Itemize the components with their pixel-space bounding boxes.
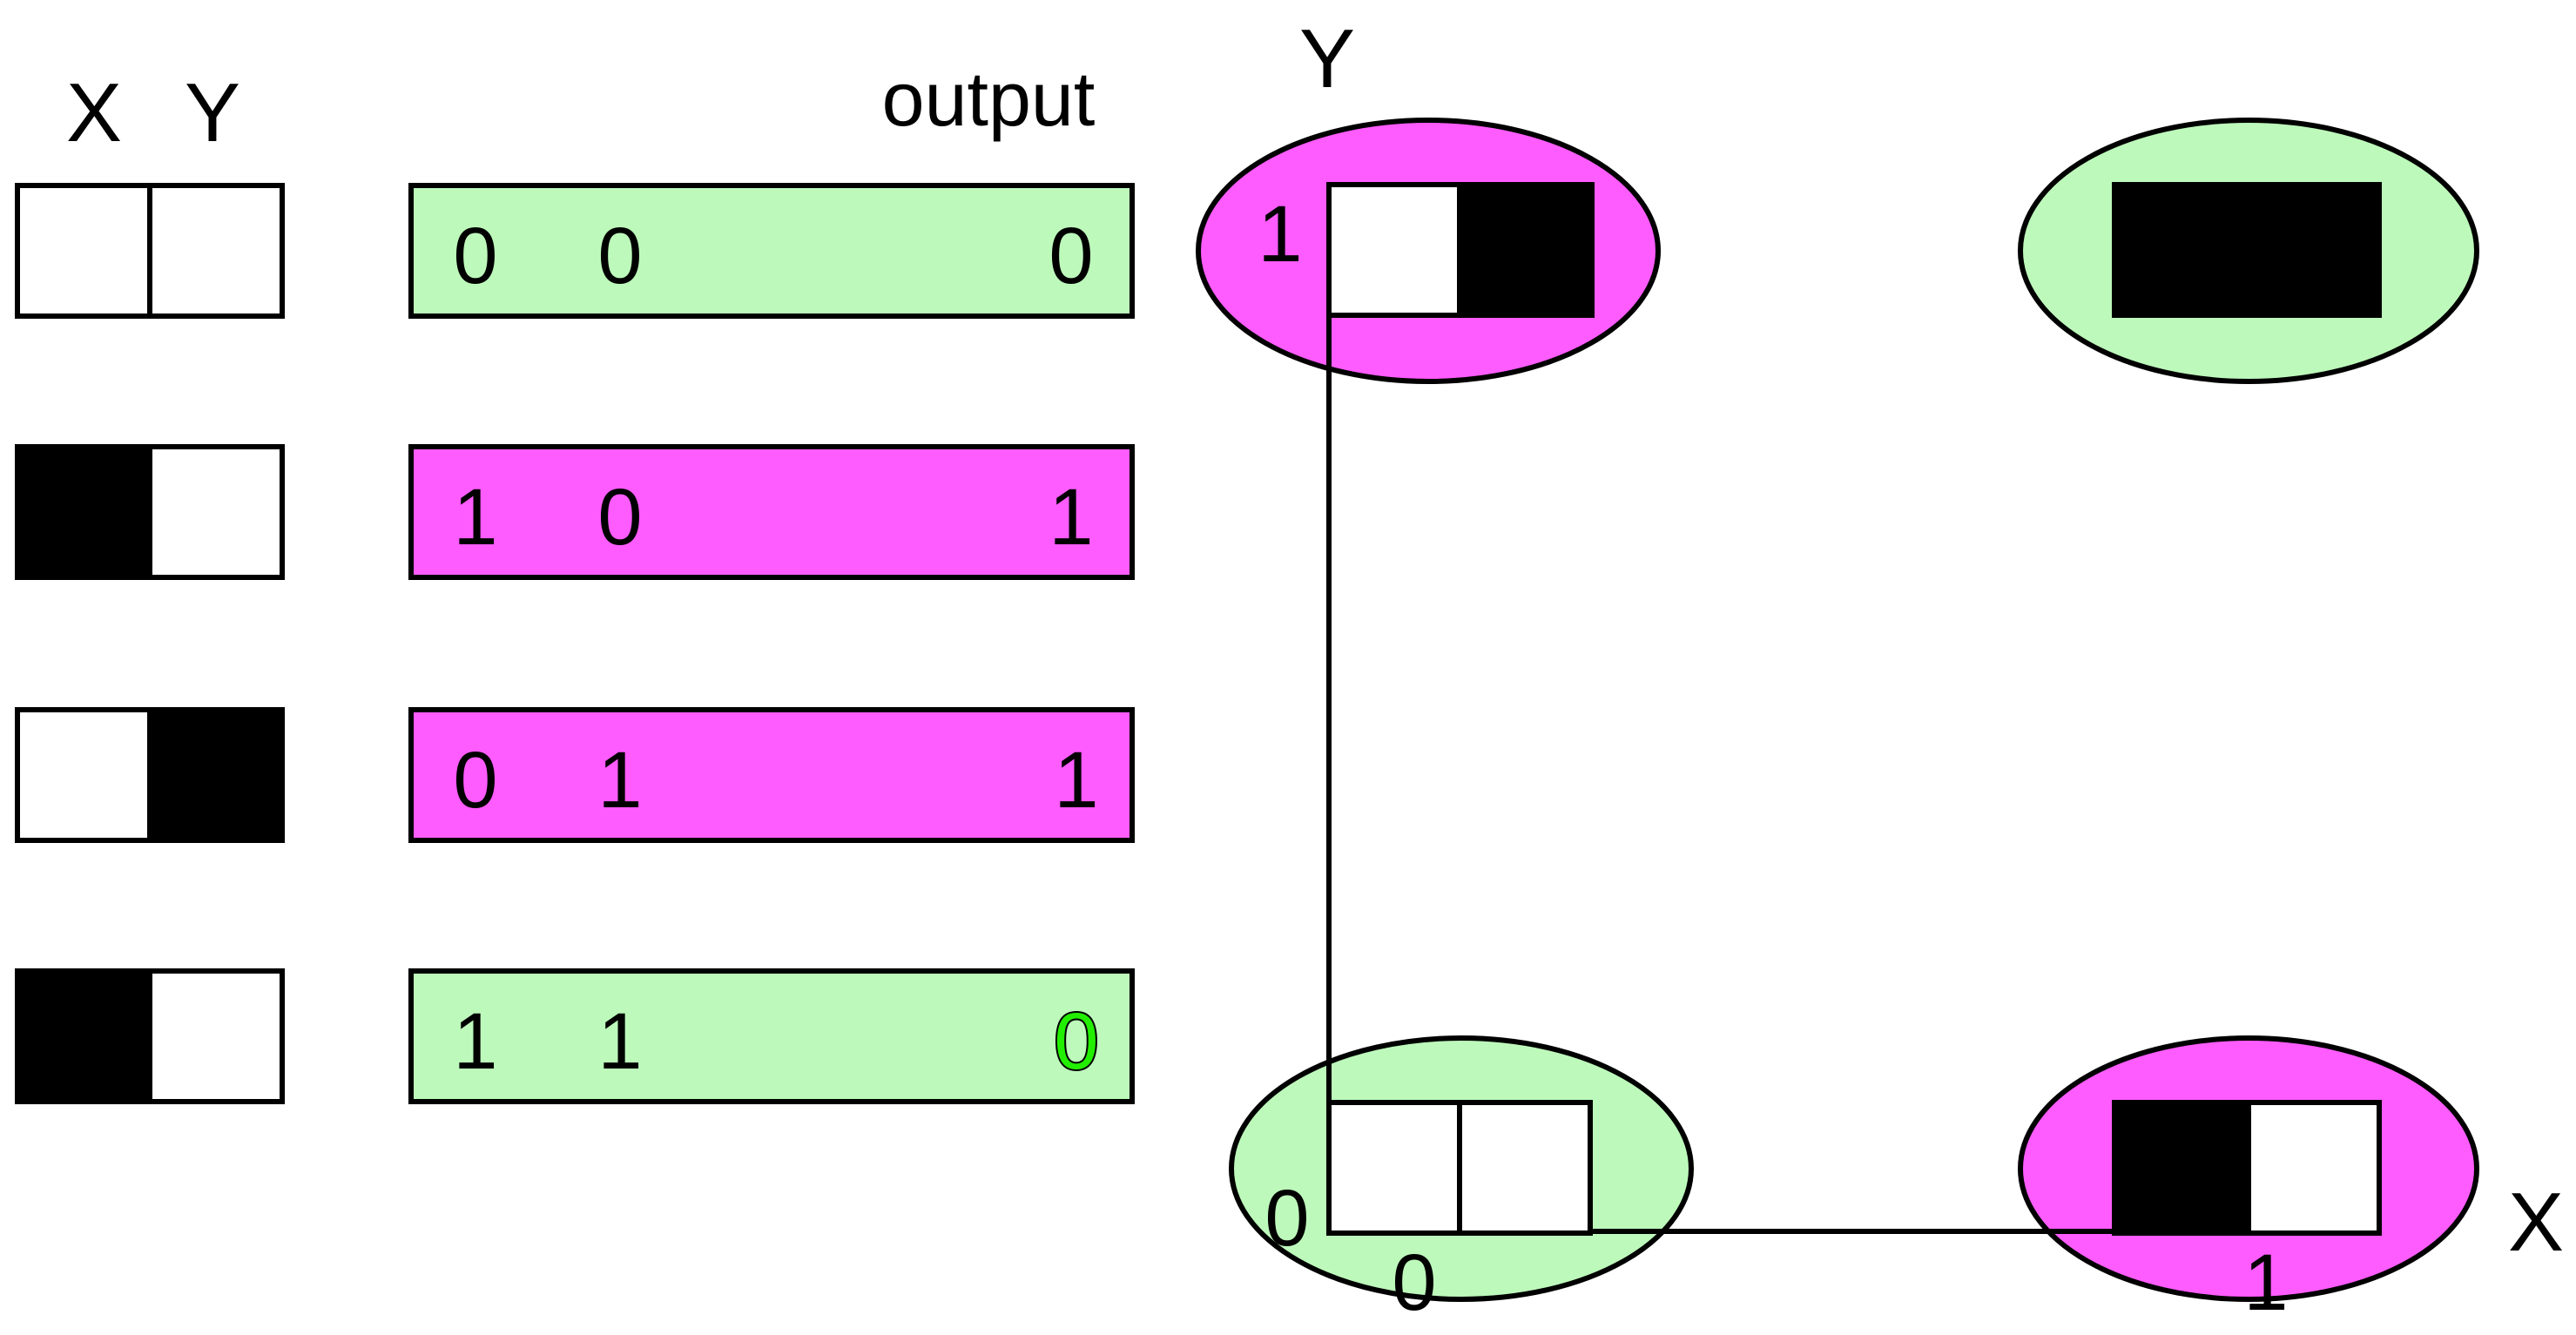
- x-tick-zero: 0: [1392, 1238, 1436, 1327]
- input-cell-x: [15, 707, 152, 843]
- output-bar: [408, 183, 1135, 319]
- plot-cell-x: [2112, 182, 2251, 318]
- row-x-value: 0: [453, 736, 497, 825]
- plot-cell-y: [2246, 1100, 2382, 1236]
- output-bar: [408, 707, 1135, 843]
- row-y-value: 1: [597, 997, 642, 1086]
- input-cell-x: [15, 444, 152, 580]
- row-y-value: 1: [597, 736, 642, 825]
- header-x: X: [66, 66, 122, 159]
- input-cell-y: [147, 707, 285, 843]
- input-cell-y: [147, 444, 285, 580]
- plot-cell-y: [2246, 182, 2382, 318]
- x-axis-label: X: [2508, 1176, 2564, 1269]
- input-cell-y: [147, 183, 285, 319]
- truth-row: 1 1 0: [15, 968, 1135, 1104]
- row-x-value: 1: [453, 473, 497, 562]
- input-cell-x: [15, 183, 152, 319]
- plot-cell-x: [2112, 1100, 2251, 1236]
- row-y-value: 0: [597, 212, 642, 300]
- truth-row: 1 0 1: [15, 444, 1135, 580]
- plot-cell-y: [1457, 1100, 1593, 1236]
- plot-cell-x: [1326, 1100, 1462, 1236]
- header-output: output: [882, 56, 1096, 142]
- truth-row: 0 1 1: [15, 707, 1135, 843]
- row-output-value: 0: [1049, 212, 1093, 300]
- row-x-value: 1: [453, 997, 497, 1086]
- truth-row: 0 0 0: [15, 183, 1135, 319]
- y-tick-one: 1: [1258, 190, 1302, 279]
- y-tick-zero: 0: [1264, 1174, 1309, 1263]
- plot-cell-y: [1457, 182, 1595, 318]
- row-y-value: 0: [597, 473, 642, 562]
- input-cell-x: [15, 968, 152, 1104]
- row-output-value: 1: [1054, 736, 1098, 825]
- row-x-value: 0: [453, 212, 497, 300]
- header-y: Y: [185, 66, 240, 159]
- output-bar: [408, 444, 1135, 580]
- input-cell-y: [147, 968, 285, 1104]
- row-output-value: 0: [1054, 997, 1098, 1086]
- row-output-value: 1: [1049, 473, 1093, 562]
- y-axis-label: Y: [1299, 12, 1355, 105]
- output-bar: [408, 968, 1135, 1104]
- x-tick-one: 1: [2243, 1238, 2288, 1327]
- plot-cell-x: [1326, 182, 1462, 318]
